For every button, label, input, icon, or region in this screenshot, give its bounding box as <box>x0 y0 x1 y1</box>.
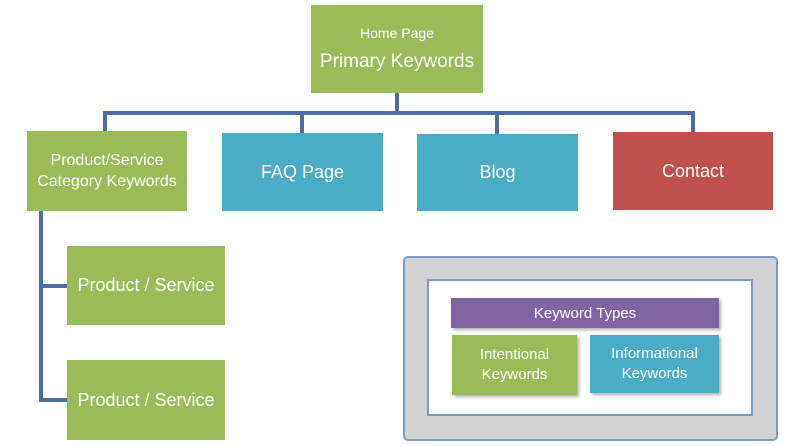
legend-item-intentional-keywords: Intentional Keywords <box>452 335 577 395</box>
blog-label: Blog <box>479 162 516 182</box>
product-service-1-label: Product / Service <box>77 275 215 295</box>
intentional-keywords-label: Intentional Keywords <box>479 345 550 383</box>
connector-category-trunk <box>39 205 43 402</box>
node-blog: Blog <box>417 134 578 211</box>
connector-elbow-product1 <box>39 284 69 288</box>
node-home-page: Home Page Primary Keywords <box>311 5 483 93</box>
keyword-types-label: Keyword Types <box>533 304 637 322</box>
product-service-2-label: Product / Service <box>77 389 215 410</box>
connector-bus <box>103 111 695 115</box>
contact-label: Contact <box>661 160 725 181</box>
category-keywords-label: Product/Service Category Keywords <box>37 151 177 190</box>
legend-item-informational-keywords: Informational Keywords <box>590 335 719 393</box>
node-product-service-2: Product / Service <box>67 360 225 440</box>
connector-home-stem <box>395 92 399 115</box>
legend-title-keyword-types: Keyword Types <box>451 298 719 328</box>
node-category-keywords: Product/Service Category Keywords <box>27 131 187 211</box>
connector-drop-contact <box>691 111 695 136</box>
node-faq-page: FAQ Page <box>222 133 383 211</box>
node-contact: Contact <box>613 132 773 210</box>
connector-elbow-product2 <box>39 398 69 402</box>
faq-page-label: FAQ Page <box>260 161 345 182</box>
informational-keywords-label: Informational Keywords <box>611 344 698 382</box>
connector-drop-faq <box>300 111 304 137</box>
home-page-label: Home Page <box>360 25 434 41</box>
primary-keywords-label: Primary Keywords <box>319 51 475 72</box>
connector-drop-blog <box>495 111 499 138</box>
connector-drop-category <box>103 111 107 135</box>
node-product-service-1: Product / Service <box>67 246 225 325</box>
